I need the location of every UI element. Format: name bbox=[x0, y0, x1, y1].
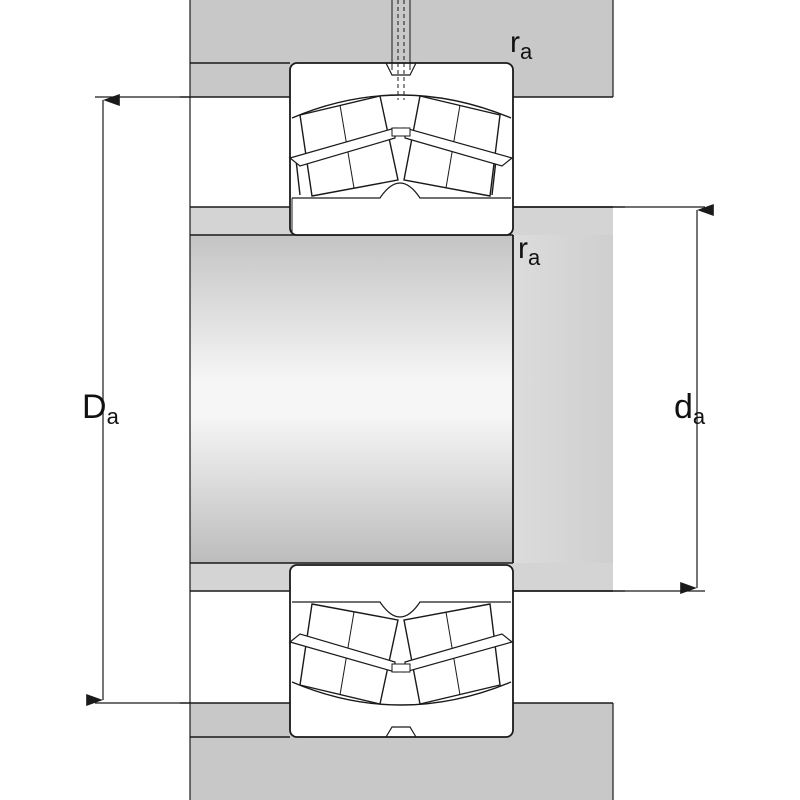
svg-text:Da: Da bbox=[82, 388, 120, 429]
label-ra-top-main: r bbox=[510, 26, 520, 59]
abutment-lines bbox=[180, 96, 625, 704]
label-da-main: d bbox=[674, 388, 693, 426]
svg-text:da: da bbox=[674, 388, 706, 429]
bearing-top bbox=[288, 0, 514, 236]
label-ra-mid-main: r bbox=[518, 232, 528, 265]
shaft-body bbox=[190, 235, 513, 563]
shaft-end-face bbox=[513, 235, 613, 563]
label-da-sub: a bbox=[693, 404, 706, 429]
dimension-da: da bbox=[625, 204, 714, 594]
label-Da-main: D bbox=[82, 388, 107, 426]
label-ra-mid: ra bbox=[518, 232, 541, 270]
label-ra-top-sub: a bbox=[520, 39, 533, 64]
label-Da-sub: a bbox=[107, 404, 120, 429]
bearing-bottom bbox=[288, 564, 514, 738]
label-ra-mid-sub: a bbox=[528, 245, 541, 270]
label-ra-top: ra bbox=[510, 26, 533, 64]
dimension-Da: Da bbox=[82, 94, 180, 706]
